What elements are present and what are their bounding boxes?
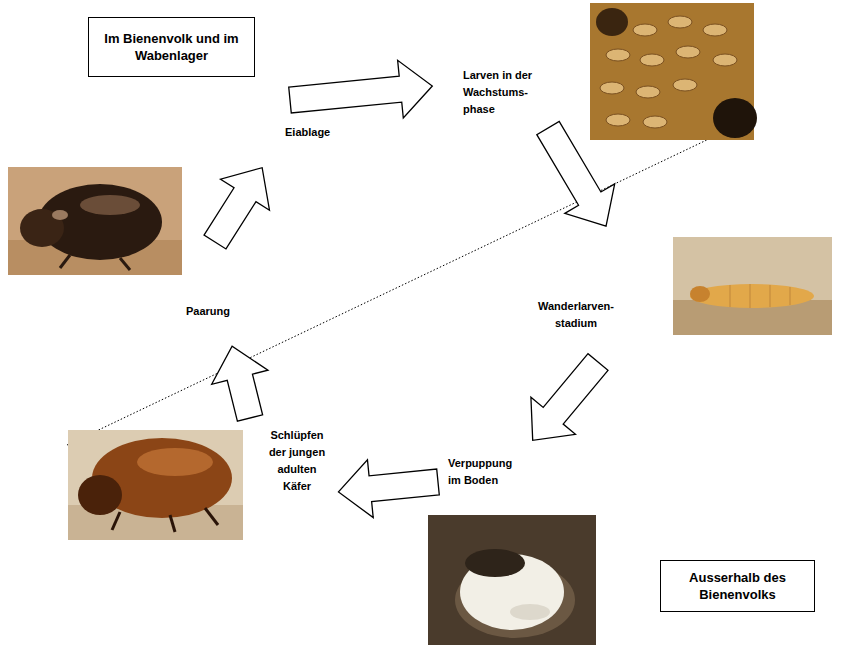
divider-line (67, 117, 755, 445)
block-arrow (336, 453, 441, 521)
cycle-arrows (191, 57, 631, 521)
block-arrow (204, 339, 278, 425)
stage-label: Schlüpfen der jungen adulten Käfer (262, 427, 332, 495)
region-title: Im Bienenvolk und im Wabenlager (97, 30, 246, 64)
stage-label: Verpuppung im Boden (448, 455, 523, 489)
stage-label: Larven in der Wachstums- phase (463, 67, 553, 118)
adult-beetle-photo (68, 430, 243, 540)
beetle-photo (8, 167, 182, 275)
region-box: Ausserhalb des Bienenvolks (660, 560, 815, 612)
region-title: Ausserhalb des Bienenvolks (669, 569, 806, 603)
stage-label: Paarung (186, 303, 246, 320)
pupa-photo (428, 515, 596, 645)
comb-larvae-photo (590, 3, 757, 140)
stage-label: Wanderlarven- stadium (530, 298, 622, 332)
block-arrow (523, 113, 631, 241)
block-arrow (287, 57, 435, 129)
region-box: Im Bienenvolk und im Wabenlager (88, 17, 255, 77)
block-arrow (191, 152, 287, 257)
stage-label: Eiablage (285, 124, 345, 141)
wandering-larva-photo (673, 237, 832, 335)
block-arrow (510, 343, 620, 458)
